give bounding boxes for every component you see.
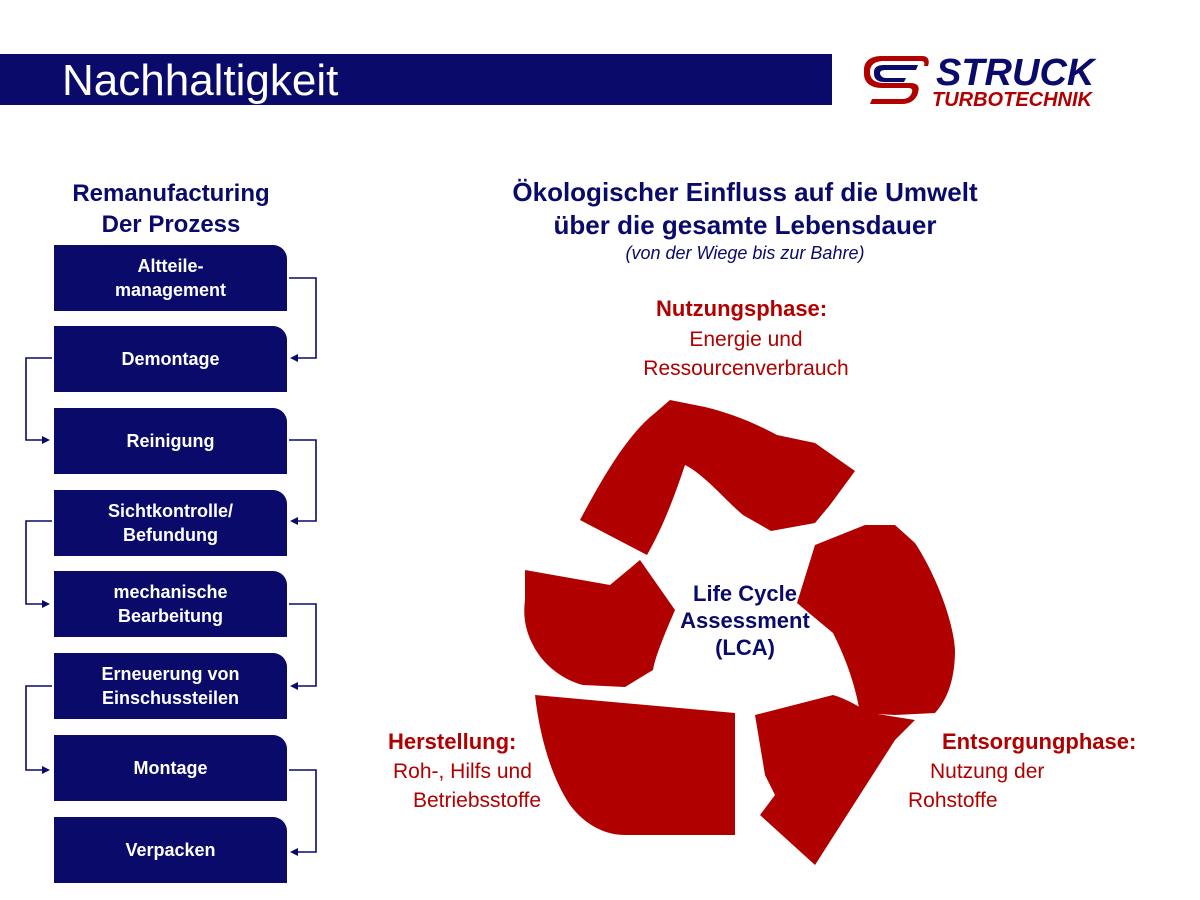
connector-2-3 [25, 357, 52, 441]
recycling-cycle-icon [524, 400, 955, 865]
cycle-arrow-bottom-left [535, 695, 735, 835]
lca-subheading: (von der Wiege bis zur Bahre) [625, 243, 865, 263]
process-step-demontage: Demontage [54, 326, 287, 392]
arrow-icon [290, 354, 298, 362]
phase-use-title: Nutzungsphase: [656, 296, 828, 321]
process-connectors [25, 277, 317, 856]
connector-1-2 [289, 277, 317, 359]
arrow-icon [290, 682, 298, 690]
page-title: Nachhaltigkeit [62, 56, 339, 105]
process-step-altteilemanagement: Altteile-management [54, 245, 287, 311]
title-bar: Nachhaltigkeit [0, 54, 832, 105]
cycle-arrow-bottom-right [755, 695, 915, 865]
company-logo: STRUCK TURBOTECHNIK [864, 52, 1097, 110]
logo-mark-icon [864, 56, 929, 104]
connector-lines [25, 277, 317, 853]
arrow-icon [42, 436, 50, 444]
arrow-icon [290, 848, 298, 856]
process-step-reinigung: Reinigung [54, 408, 287, 474]
process-step-sichtkontrolle: Sichtkontrolle/Befundung [54, 490, 287, 556]
phase-disposal-title: Entsorgungphase: [942, 729, 1137, 754]
connector-5-6 [289, 603, 317, 687]
process-step-montage: Montage [54, 735, 287, 801]
process-heading-line2: Der Prozess [101, 211, 241, 238]
cycle-arrow-top [580, 400, 855, 555]
arrow-icon [42, 766, 50, 774]
lca-center-label: Life Cycle Assessment (LCA) [680, 581, 810, 660]
logo-text-turbotechnik: TURBOTECHNIK [932, 89, 1094, 110]
cycle-arrow-left [524, 560, 675, 687]
connector-6-7 [25, 685, 52, 771]
connector-7-8 [289, 769, 317, 853]
connector-3-4 [289, 439, 317, 522]
process-step-verpacken: Verpacken [54, 817, 287, 883]
phase-production-title: Herstellung: [388, 729, 517, 754]
phase-production-text: Roh-, Hilfs und Betriebsstoffe [393, 760, 542, 812]
arrow-icon [290, 517, 298, 525]
lca-heading: Ökologischer Einfluss auf die Umwelt übe… [430, 176, 1060, 242]
cycle-arrow-right [797, 525, 955, 715]
arrow-icon [42, 600, 50, 608]
phase-disposal-text: Nutzung der Rohstoffe [908, 760, 1045, 812]
cycle-arrows [524, 400, 955, 865]
connector-arrowheads [42, 354, 298, 856]
process-heading: Remanufacturing Der Prozess [40, 178, 302, 240]
connector-4-5 [25, 520, 52, 605]
logo-text-struck: STRUCK [936, 52, 1097, 94]
phase-use-text: Energie und Ressourcenverbrauch [643, 328, 849, 380]
lca-heading-line1: Ökologischer Einfluss auf die Umwelt [512, 177, 978, 207]
lca-heading-line2: über die gesamte Lebensdauer [553, 210, 937, 240]
process-heading-line1: Remanufacturing [72, 180, 270, 207]
